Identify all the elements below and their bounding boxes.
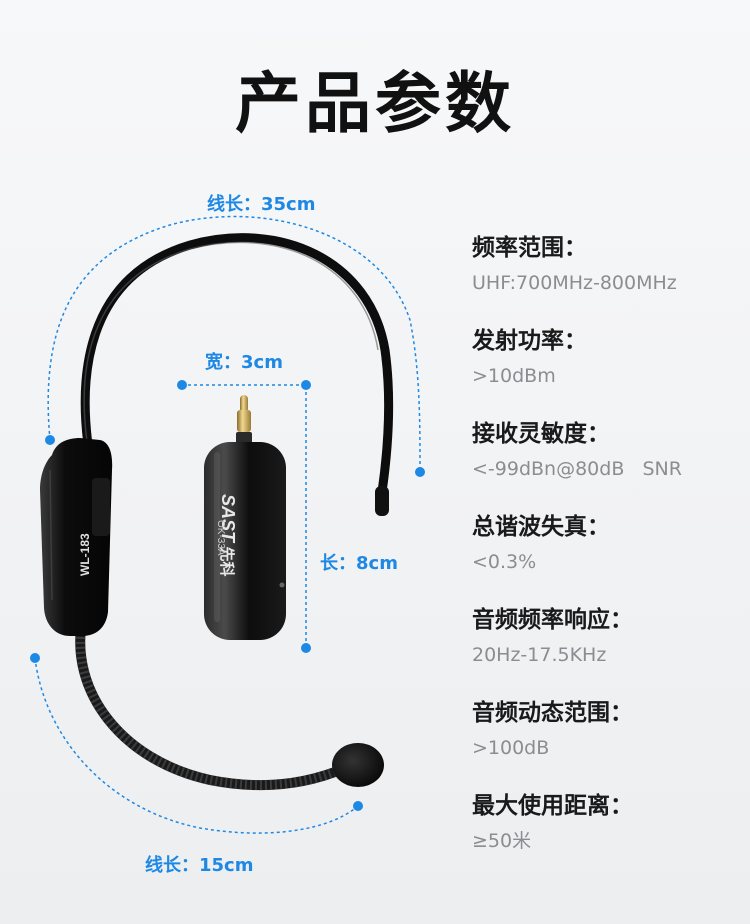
width-endpoint-dot [301,380,311,390]
spec-value: ≥50米 [472,830,532,852]
spec-label: 音频频率响应： [472,607,633,633]
headset-model-label: WL-183 [78,533,92,576]
spec-value: <0.3% [472,551,537,573]
receiver-width-label: 宽：3cm [205,352,283,373]
spec-item: 总谐波失真： <0.3% [472,507,742,600]
arc-endpoint-dot [45,435,55,445]
spec-label: 频率范围： [472,235,587,261]
receiver-model-label: OK-33A [215,520,226,556]
spec-item: 频率范围： UHF:700MHz-800MHz [472,228,742,321]
headband-length-label: 线长：35cm [207,194,316,215]
spec-value: >100dB [472,737,550,759]
spec-item: 接收灵敏度： <-99dBn@80dB SNR [472,414,742,507]
spec-value: 20Hz-17.5KHz [472,644,607,666]
arc-endpoint-dot [30,653,40,663]
spec-label: 最大使用距离： [472,793,633,819]
page-title: 产品参数 [235,65,515,142]
headband-wire [80,233,394,516]
spec-item: 最大使用距离： ≥50米 [472,786,742,879]
headset-body [40,438,113,636]
boom-length-label: 线长：15cm [145,855,254,876]
jack-shaft [237,410,251,432]
spec-value: UHF:700MHz-800MHz [472,272,677,294]
receiver-body [204,442,286,640]
headset-clip [92,478,110,536]
spec-value: >10dBm [472,365,556,387]
spec-label: 总谐波失真： [472,514,610,540]
receiver-device [204,395,286,640]
spec-item: 发射功率： >10dBm [472,321,742,414]
receiver-dimension-lines [177,380,311,653]
spec-label: 发射功率： [472,328,587,354]
arc-endpoint-dot [353,801,363,811]
receiver-length-label: 长：8cm [320,553,398,574]
headband-dimension-arc [45,215,425,477]
boom-gooseneck [75,617,384,791]
arc-endpoint-dot [415,467,425,477]
spec-label: 音频动态范围： [472,700,633,726]
foam-windscreen [332,743,384,787]
spec-list: 频率范围： UHF:700MHz-800MHz 发射功率： >10dBm 接收灵… [472,228,742,879]
spec-value: <-99dBn@80dB SNR [472,458,682,480]
spec-item: 音频动态范围： >100dB [472,693,742,786]
spec-label: 接收灵敏度： [472,421,610,447]
spec-item: 音频频率响应： 20Hz-17.5KHz [472,600,742,693]
length-endpoint-dot [301,643,311,653]
receiver-button-dot [279,582,285,588]
jack-tip [240,395,248,413]
width-endpoint-dot [177,380,187,390]
boom-dimension-arc [30,653,363,834]
headband-end-cap [375,486,389,516]
